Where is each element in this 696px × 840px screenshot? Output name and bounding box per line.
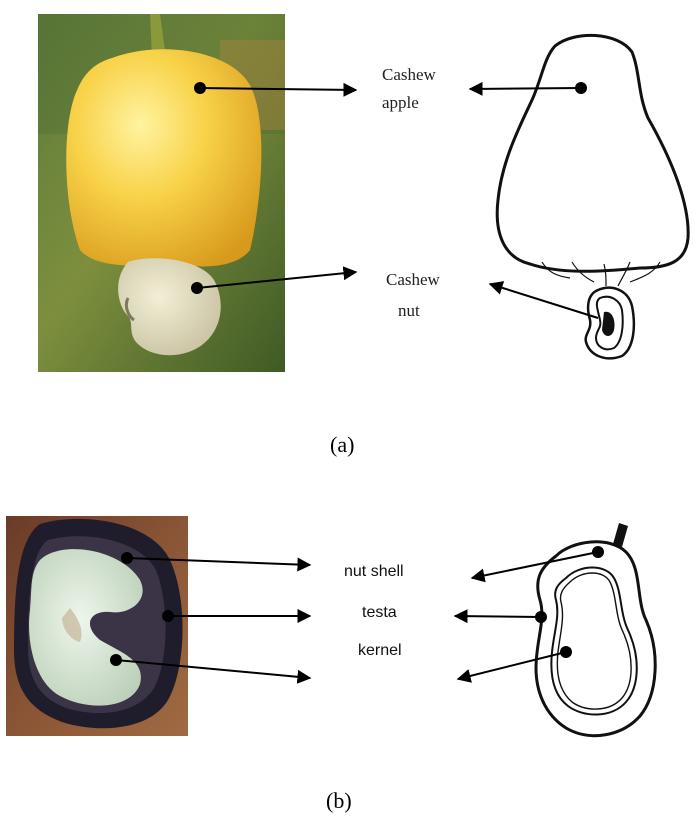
cashew-apple-outline: [497, 35, 688, 271]
label-nut-shell: nut shell: [344, 563, 404, 580]
label-testa: testa: [362, 604, 397, 621]
label-cashew-nut-line1: Cashew: [386, 270, 441, 289]
kernel-drawing-arrow: [458, 652, 566, 679]
nut-shell-drawing-arrow: [472, 552, 598, 578]
cashew-apple-outline-drawing: [497, 35, 688, 358]
cashew-apple-photo: [38, 14, 285, 372]
label-cashew-apple-line1: Cashew: [382, 65, 437, 84]
cashew-apple-drawing-arrow: [470, 88, 581, 89]
cashew-apple-fruit: [66, 49, 261, 266]
cashew-nut-drawing-arrow: [490, 284, 598, 318]
panel-b: nut shell testa kernel (b): [6, 516, 655, 813]
label-cashew-nut-line2: nut: [398, 301, 420, 320]
testa-drawing-arrow: [455, 616, 541, 617]
label-kernel: kernel: [358, 642, 402, 659]
cashew-nut-section-photo: [6, 516, 188, 736]
label-cashew-apple-line2: apple: [382, 93, 419, 112]
caption-a: (a): [330, 432, 354, 457]
caption-b: (b): [326, 788, 352, 813]
panel-a: Cashew apple Cashew nut (a): [38, 14, 688, 457]
